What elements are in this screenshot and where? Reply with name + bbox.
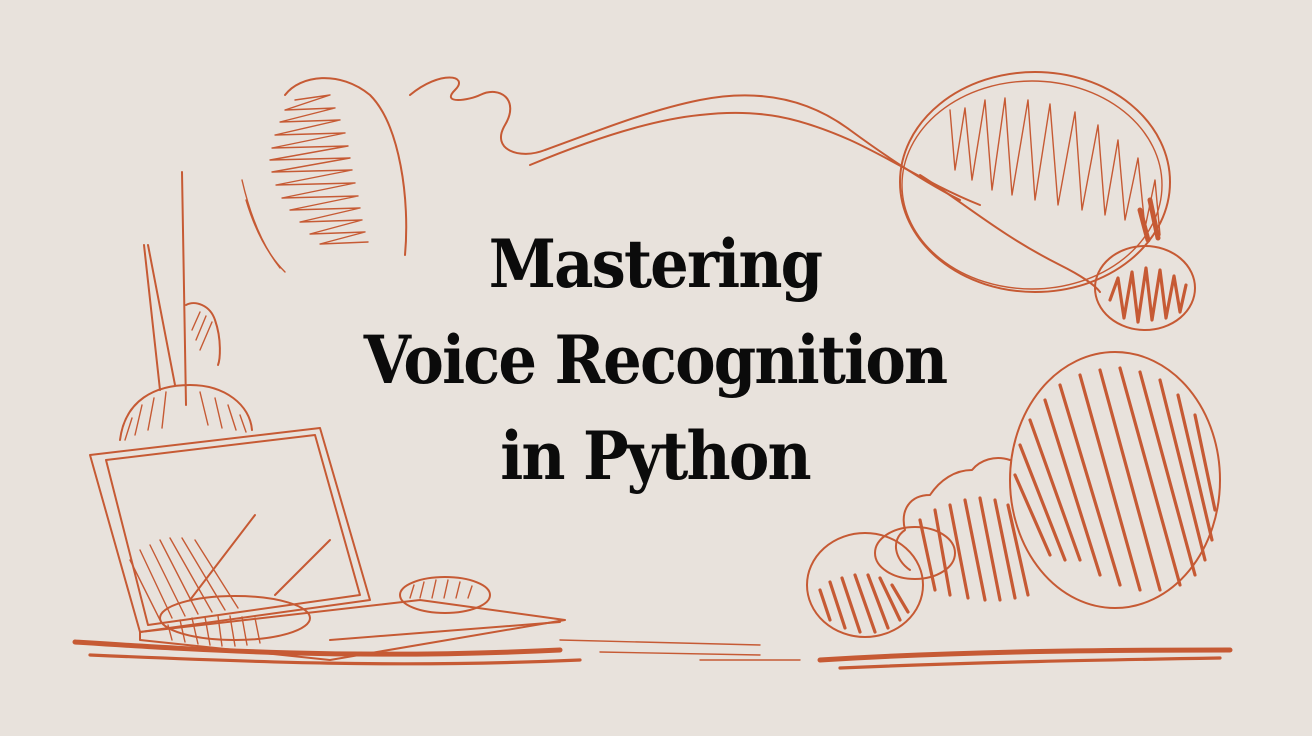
page-title: Mastering Voice Recognition in Python (290, 216, 1020, 504)
bulbs-cluster-icon (806, 351, 1221, 638)
title-line-3: in Python (500, 417, 811, 495)
title-line-1: Mastering (488, 225, 823, 303)
scribble-blob-icon (241, 77, 408, 273)
laptop-icon (89, 427, 566, 661)
ground-shading-icon (72, 639, 1233, 670)
speech-bubble-icon (899, 71, 1171, 293)
swoosh-line-icon (409, 76, 981, 206)
title-line-2: Voice Recognition (363, 321, 948, 399)
antenna-sticks-icon (119, 171, 253, 441)
small-bubble-icon (1094, 245, 1196, 331)
